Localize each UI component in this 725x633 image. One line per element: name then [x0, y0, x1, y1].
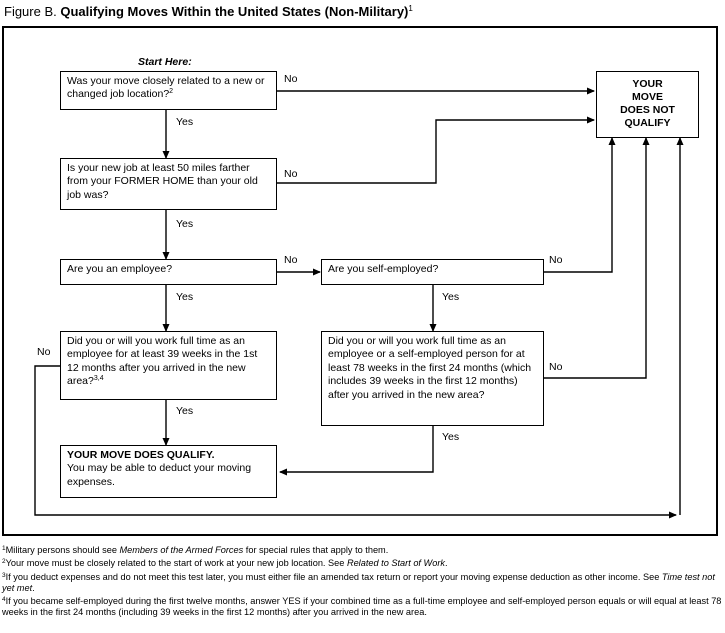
- question-39-weeks-note: 3,4: [93, 375, 104, 383]
- label-q6-yes: Yes: [442, 431, 460, 443]
- label-q4-yes: Yes: [442, 291, 460, 303]
- footnote-3: 3If you deduct expenses and do not meet …: [2, 572, 722, 595]
- question-39-weeks-text: Did you or will you work full time as an…: [67, 335, 258, 388]
- result-qualifies-title: YOUR MOVE DOES QUALIFY.: [67, 449, 215, 461]
- not-qualify-line-1: YOUR: [632, 78, 663, 90]
- footnote-4: 4If you became self-employed during the …: [2, 596, 722, 619]
- footnote-3-num: 3: [2, 571, 6, 579]
- label-q5-no: No: [37, 346, 51, 358]
- footnote-1: 1Military persons should see Members of …: [2, 545, 722, 556]
- question-78-weeks-text: Did you or will you work full time as an…: [328, 335, 532, 401]
- footnote-2-ref: Related to Start of Work: [346, 558, 445, 569]
- footnote-2-tail: .: [444, 558, 448, 569]
- figure-heading: Qualifying Moves Within the United State…: [60, 4, 409, 19]
- label-q2-yes: Yes: [176, 218, 194, 230]
- not-qualify-line-3: DOES NOT: [620, 104, 675, 116]
- flowchart-frame: [2, 26, 718, 536]
- arrow-q5-no: [34, 365, 677, 519]
- question-self-employed-text: Are you self-employed?: [328, 263, 439, 275]
- footnote-3-ref: Time test not yet met: [2, 571, 715, 593]
- question-job-location: Was your move closely related to a new o…: [60, 71, 277, 110]
- question-job-location-text: Was your move closely related to a new o…: [67, 75, 265, 101]
- footnote-1-ref: Members of the Armed Forces: [119, 545, 244, 555]
- question-39-weeks: Did you or will you work full time as an…: [60, 331, 277, 400]
- label-q3-no: No: [284, 254, 298, 266]
- arrow-q2-no: [277, 116, 595, 184]
- figure-title: Figure B. Qualifying Moves Within the Un…: [4, 4, 413, 19]
- footnote-1-tail: for special rules that apply to them.: [243, 545, 389, 555]
- footnote-3-tail: .: [32, 582, 35, 593]
- footnote-1-text: Military persons should see: [5, 545, 120, 555]
- footnote-2: 2Your move must be closely related to th…: [2, 558, 722, 569]
- not-qualify-line-4: QUALIFY: [624, 117, 671, 129]
- footnotes: 1Military persons should see Members of …: [2, 545, 722, 621]
- footnote-1-num: 1: [2, 545, 6, 552]
- figure-title-note: 1: [408, 4, 413, 13]
- label-q1-no: No: [284, 73, 298, 85]
- footnote-2-num: 2: [2, 558, 6, 566]
- result-qualifies-text: You may be able to deduct your moving ex…: [67, 462, 252, 488]
- label-q5-yes: Yes: [176, 405, 194, 417]
- label-q2-no: No: [284, 168, 298, 180]
- footnote-2-text: Your move must be closely related to the…: [5, 558, 347, 569]
- question-distance: Is your new job at least 50 miles farthe…: [60, 158, 277, 210]
- figure-label: Figure B.: [4, 4, 57, 19]
- start-label: Start Here:: [138, 56, 192, 68]
- footnote-4-num: 4: [2, 596, 6, 604]
- label-q1-yes: Yes: [176, 116, 194, 128]
- arrow-q6-yes: [279, 426, 434, 476]
- label-q3-yes: Yes: [176, 291, 194, 303]
- arrow-q4-no: [544, 137, 616, 273]
- footnote-4-text: If you became self-employed during the f…: [2, 596, 722, 618]
- result-does-not-qualify: YOUR MOVE DOES NOT QUALIFY: [596, 71, 699, 138]
- footnote-3-text: If you deduct expenses and do not meet t…: [5, 571, 662, 582]
- label-q6-no: No: [549, 361, 563, 373]
- question-distance-text: Is your new job at least 50 miles farthe…: [67, 162, 258, 201]
- question-employee-text: Are you an employee?: [67, 263, 173, 275]
- question-employee: Are you an employee?: [60, 259, 277, 285]
- question-job-location-note: 2: [169, 88, 174, 96]
- not-qualify-line-2: MOVE: [632, 91, 663, 103]
- arrow-q6-no: [544, 137, 650, 379]
- question-self-employed: Are you self-employed?: [321, 259, 544, 285]
- result-qualifies: YOUR MOVE DOES QUALIFY. You may be able …: [60, 445, 277, 498]
- label-q4-no: No: [549, 254, 563, 266]
- question-78-weeks: Did you or will you work full time as an…: [321, 331, 544, 426]
